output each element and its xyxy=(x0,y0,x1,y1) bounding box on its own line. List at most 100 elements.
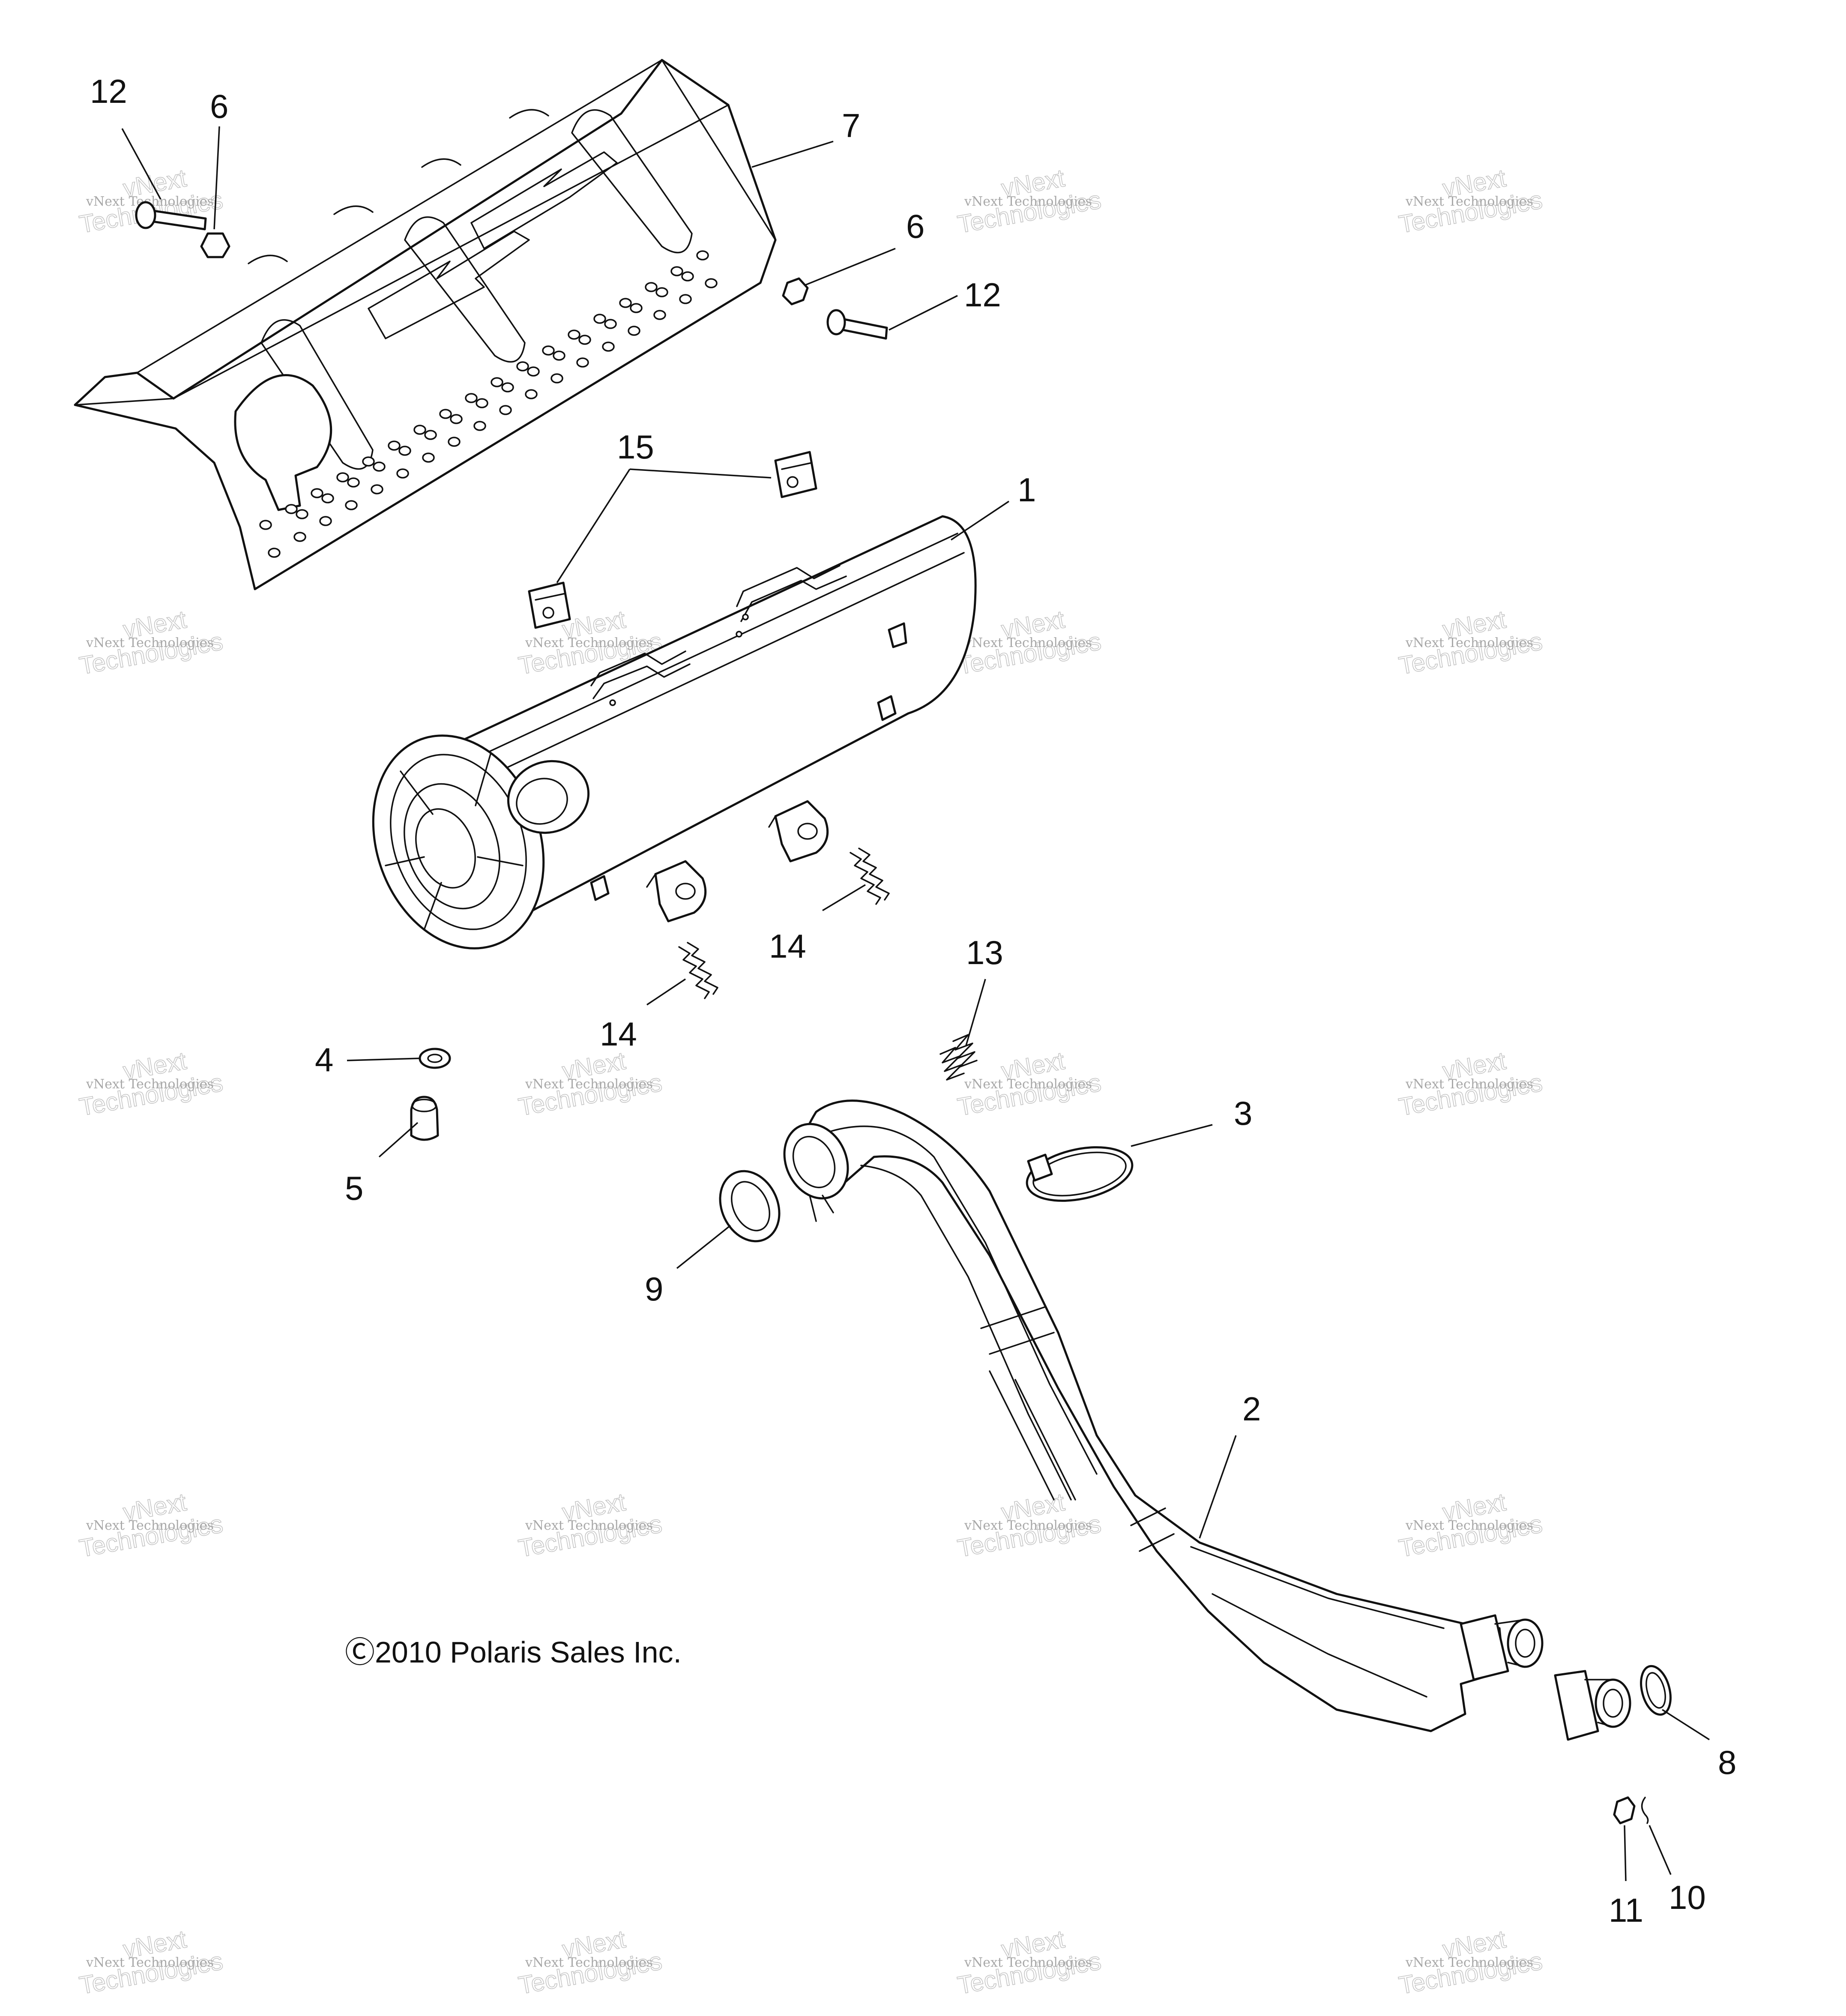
svg-text:vNext Technologies: vNext Technologies xyxy=(964,635,1092,650)
gasket-part-8 xyxy=(1640,1665,1672,1716)
svg-text:vNext Technologies: vNext Technologies xyxy=(1405,1955,1533,1970)
shield-hole xyxy=(398,446,411,456)
callout-4: 4 xyxy=(315,1041,333,1078)
shield-hole xyxy=(450,414,463,424)
svg-text:vNext Technologies: vNext Technologies xyxy=(1405,1077,1533,1092)
svg-text:vNext Technologies: vNext Technologies xyxy=(525,1955,653,1970)
callout-12-left: 12 xyxy=(90,72,127,110)
svg-text:vNext Technologies: vNext Technologies xyxy=(964,1518,1092,1533)
shield-hole xyxy=(679,294,692,304)
shield-hole xyxy=(293,532,306,542)
clip-part-15 xyxy=(528,451,817,629)
shield-hole xyxy=(388,440,401,451)
spring-part-13 xyxy=(939,1034,978,1081)
callout-3: 3 xyxy=(1234,1094,1252,1132)
svg-text:vNext Technologies: vNext Technologies xyxy=(86,635,214,650)
shield-hole xyxy=(371,484,383,494)
shield-hole xyxy=(439,409,452,419)
callout-14-upper: 14 xyxy=(769,927,806,965)
shield-hole xyxy=(285,504,298,514)
shield-hole xyxy=(681,271,694,282)
shield-hole xyxy=(268,548,281,558)
shield-hole xyxy=(296,509,308,519)
shield-hole xyxy=(655,287,668,297)
svg-text:vNext Technologies: vNext Technologies xyxy=(1405,635,1533,650)
bolt-part-12-right xyxy=(826,309,888,340)
shield-hole xyxy=(705,278,718,288)
shield-hole xyxy=(542,345,555,356)
spring-part-14-lower xyxy=(678,942,718,999)
callout-12-right: 12 xyxy=(964,276,1001,314)
callout-10: 10 xyxy=(1669,1878,1706,1916)
shield-hole xyxy=(551,373,563,383)
shield-hole xyxy=(347,477,360,488)
shield-hole xyxy=(553,350,565,361)
shield-hole xyxy=(593,314,606,324)
shield-hole xyxy=(578,335,591,345)
callout-2: 2 xyxy=(1242,1390,1261,1428)
shield-hole xyxy=(653,310,666,320)
clamp-part-3 xyxy=(1026,1146,1134,1202)
shield-hole xyxy=(576,357,589,368)
svg-text:vNext Technologies: vNext Technologies xyxy=(525,1077,653,1092)
shield-hole xyxy=(321,493,334,503)
shield-hole xyxy=(424,430,437,440)
shield-hole xyxy=(473,421,486,431)
shield-hole xyxy=(311,488,323,498)
callout-15: 15 xyxy=(617,428,654,466)
shield-hole xyxy=(465,393,478,403)
nut-part-6-right xyxy=(782,277,809,306)
head-pipe-part-2 xyxy=(783,1099,1631,1741)
shield-hole xyxy=(516,361,529,371)
shield-hole xyxy=(630,303,643,313)
callout-9: 9 xyxy=(645,1270,663,1308)
callout-1: 1 xyxy=(1017,471,1036,509)
plug-part-5 xyxy=(410,1096,439,1141)
washer-part-4 xyxy=(419,1048,451,1069)
svg-text:vNext Technologies: vNext Technologies xyxy=(86,1955,214,1970)
callout-14-lower: 14 xyxy=(600,1015,637,1053)
svg-text:vNext Technologies: vNext Technologies xyxy=(1405,194,1533,209)
muffler-part xyxy=(372,515,977,950)
shield-hole xyxy=(628,326,640,336)
nut-part-11 xyxy=(1613,1796,1636,1824)
shield-hole xyxy=(396,468,409,479)
stud-part-10 xyxy=(1641,1797,1649,1824)
shield-hole xyxy=(602,341,615,352)
bolt-part-12-left xyxy=(135,201,207,231)
svg-text:vNext Technologies: vNext Technologies xyxy=(964,194,1092,209)
shield-hole xyxy=(413,425,426,435)
nut-part-6-left xyxy=(200,232,230,258)
callout-labels: 12 6 7 6 12 15 1 14 14 13 4 5 3 9 2 8 11… xyxy=(90,72,1736,1929)
leader-lines xyxy=(121,126,1710,1881)
svg-text:vNext Technologies: vNext Technologies xyxy=(86,1077,214,1092)
spring-part-14-upper xyxy=(850,848,890,905)
shield-hole xyxy=(319,516,332,526)
gasket-part-9 xyxy=(719,1170,781,1243)
svg-text:vNext Technologies: vNext Technologies xyxy=(964,1955,1092,1970)
shield-hole xyxy=(422,452,435,463)
callout-11: 11 xyxy=(1609,1891,1643,1929)
svg-text:vNext Technologies: vNext Technologies xyxy=(964,1077,1092,1092)
shield-hole xyxy=(696,250,709,261)
svg-text:vNext Technologies: vNext Technologies xyxy=(1405,1518,1533,1533)
shield-hole xyxy=(448,437,461,447)
shield-hole xyxy=(604,319,617,329)
shield-hole xyxy=(501,382,514,392)
shield-hole xyxy=(568,330,580,340)
copyright-notice: Ⓒ2010 Polaris Sales Inc. xyxy=(345,1636,682,1669)
